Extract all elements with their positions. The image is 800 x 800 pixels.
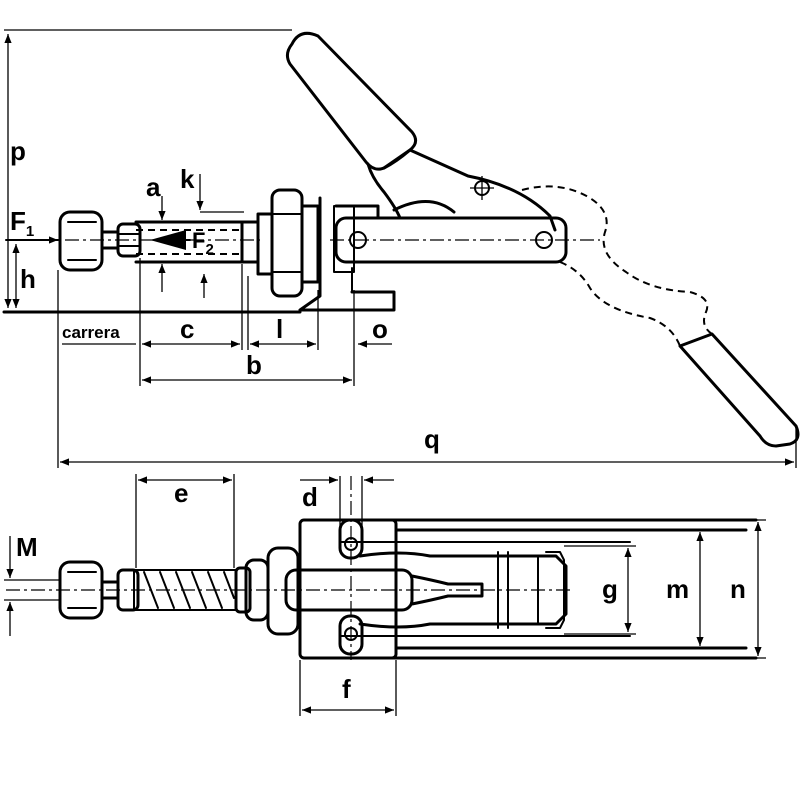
label-d: d bbox=[302, 482, 318, 512]
label-carrera: carrera bbox=[62, 323, 120, 342]
dimension-o: o bbox=[353, 290, 392, 386]
dimension-p: p bbox=[4, 29, 292, 308]
label-f1: F1 bbox=[10, 206, 34, 240]
label-f: f bbox=[342, 674, 351, 704]
clamp-body bbox=[298, 196, 600, 312]
label-e: e bbox=[174, 478, 188, 508]
dimension-c: c bbox=[142, 264, 243, 350]
hex-nut-bushing bbox=[256, 188, 320, 298]
dimension-h: h bbox=[12, 244, 36, 308]
dimension-e: e bbox=[135, 474, 235, 568]
label-m: m bbox=[666, 574, 689, 604]
base-plate bbox=[298, 518, 398, 660]
dimension-n: n bbox=[730, 519, 766, 659]
dimension-m-thread: M bbox=[4, 532, 60, 636]
dimension-m: m bbox=[630, 529, 706, 649]
mounting-slots bbox=[338, 476, 364, 660]
side-view: p h F1 F2 a k bbox=[2, 29, 800, 468]
dimension-d: d bbox=[300, 476, 394, 540]
top-view: e d M g m bbox=[4, 474, 766, 716]
plunger-top bbox=[6, 546, 570, 636]
label-c: c bbox=[180, 314, 194, 344]
lever-plates bbox=[320, 518, 758, 660]
label-h: h bbox=[20, 264, 36, 294]
dimension-a: a bbox=[146, 172, 166, 292]
dimension-g: g bbox=[564, 545, 636, 635]
label-q: q bbox=[424, 424, 440, 454]
dimension-carrera: carrera bbox=[57, 258, 141, 468]
dimension-q: q bbox=[60, 424, 797, 468]
dimension-b: b bbox=[142, 350, 352, 384]
label-n: n bbox=[730, 574, 746, 604]
force-f2: F2 bbox=[150, 228, 214, 258]
label-k: k bbox=[180, 164, 195, 194]
label-p: p bbox=[10, 136, 26, 166]
label-a: a bbox=[146, 172, 161, 202]
label-M: M bbox=[16, 532, 38, 562]
spindle-head bbox=[58, 210, 142, 272]
handle-upper bbox=[285, 31, 557, 232]
dimension-l: l bbox=[247, 276, 319, 350]
label-f2: F2 bbox=[192, 228, 214, 258]
dimension-f: f bbox=[299, 660, 397, 716]
label-l: l bbox=[276, 314, 283, 344]
label-o: o bbox=[372, 314, 388, 344]
plunger-rod bbox=[40, 220, 260, 264]
handle-lower-dashed bbox=[521, 185, 800, 448]
label-g: g bbox=[602, 574, 618, 604]
label-b: b bbox=[246, 350, 262, 380]
dimension-k: k bbox=[180, 164, 244, 298]
force-f1: F1 bbox=[5, 206, 59, 244]
